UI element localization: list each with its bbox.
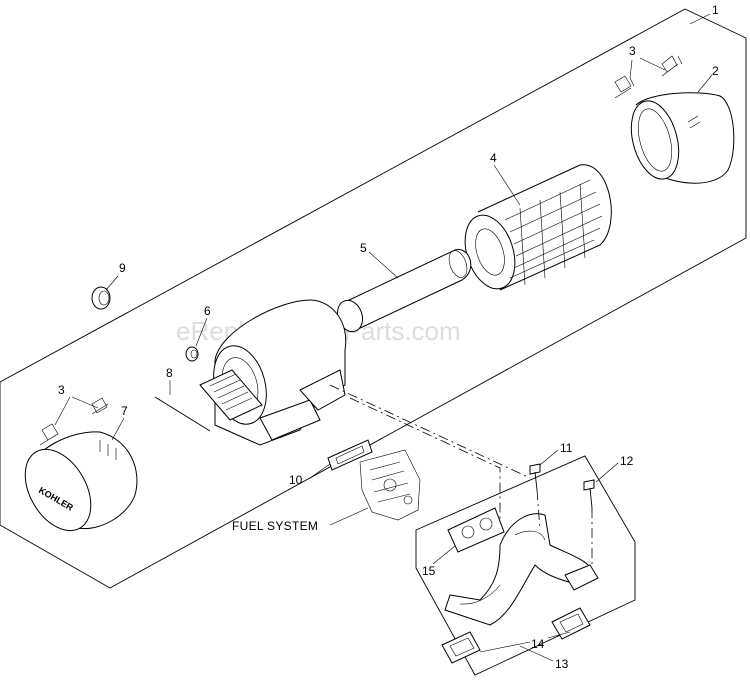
fuel-system-label: FUEL SYSTEM	[232, 519, 318, 533]
grommet-part-6	[185, 346, 199, 362]
precleaner-part-7: KOHLER	[24, 431, 138, 532]
plug-part-9	[91, 286, 111, 310]
leader-5	[368, 251, 399, 279]
callout-9: 9	[119, 261, 126, 275]
leader-12	[595, 462, 619, 483]
leader-13	[519, 645, 554, 662]
callout-13: 13	[555, 657, 569, 671]
cover-part-2	[630, 92, 735, 184]
callout-3-top: 3	[629, 44, 636, 58]
assembly-dash-line-a	[329, 384, 531, 479]
leader-3b	[54, 396, 99, 426]
leader-14	[479, 631, 571, 653]
callout-4: 4	[490, 151, 497, 165]
callout-10: 10	[289, 473, 303, 487]
air-cleaner-base	[199, 299, 347, 446]
leader-3a	[629, 57, 666, 79]
screw-part-11	[529, 463, 541, 491]
callout-11: 11	[560, 441, 573, 455]
assembly-dash-line-c	[536, 489, 541, 531]
assembly-1-boundary	[0, 8, 747, 589]
leader-9	[105, 275, 119, 291]
leader-6	[195, 317, 208, 347]
leader-1	[689, 13, 711, 25]
callout-14: 14	[531, 637, 545, 651]
callout-7: 7	[121, 404, 128, 418]
callout-12: 12	[620, 454, 634, 468]
leader-15	[432, 545, 456, 565]
callout-5: 5	[360, 241, 367, 255]
callout-15: 15	[422, 564, 436, 578]
filter-element-part-4	[464, 164, 612, 291]
callout-3-left: 3	[58, 383, 65, 397]
leader-10	[309, 463, 331, 479]
screw-part-12	[583, 479, 595, 509]
clip-part-3-top	[614, 55, 683, 99]
leader-4	[493, 164, 521, 206]
assembly-dash-line-b	[349, 397, 501, 520]
intake-manifold-part-13	[444, 513, 599, 626]
leader-fuel	[329, 507, 369, 526]
callout-1: 1	[712, 3, 719, 17]
clip-part-3-left	[39, 397, 109, 446]
rod-part-8	[154, 396, 211, 432]
gasket-part-14	[441, 607, 591, 664]
gasket-part-10	[327, 439, 373, 471]
leader-2	[697, 74, 713, 93]
callout-8: 8	[166, 366, 173, 380]
inner-tube-part-5	[336, 249, 472, 333]
gasket-part-15	[447, 507, 505, 553]
callout-6: 6	[204, 304, 211, 318]
callout-2: 2	[712, 64, 719, 78]
leader-7	[111, 417, 125, 441]
carburetor-sketch	[359, 449, 421, 521]
leader-11	[539, 449, 559, 466]
assembly-13-boundary	[415, 455, 636, 676]
